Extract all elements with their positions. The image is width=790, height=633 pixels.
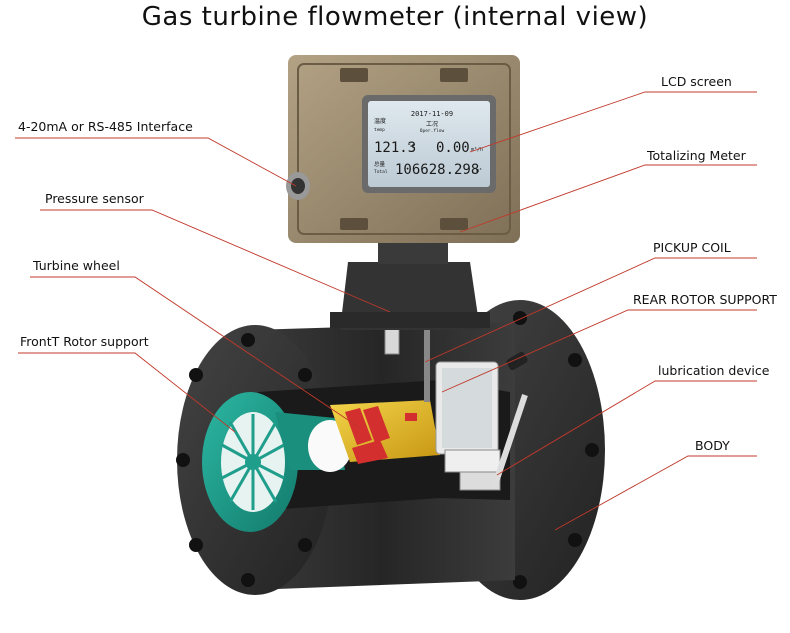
leader-body	[554, 455, 757, 531]
lcd-mode: 工况	[426, 121, 438, 128]
leader-pressure-sensor	[40, 209, 391, 313]
label-pressure-sensor: Pressure sensor	[45, 191, 144, 206]
label-lcd-screen: LCD screen	[661, 74, 732, 89]
lcd-temperature: 121.3	[374, 140, 416, 156]
lcd-total-label: 总量	[374, 160, 386, 168]
label-turbine-wheel: Turbine wheel	[33, 258, 120, 273]
page-title: Gas turbine flowmeter (internal view)	[141, 2, 649, 32]
lcd-temp-sub: temp	[374, 127, 385, 133]
lcd-screen: 2017-11-09 工况 Oper.flow 温度 temp 121.3 °c…	[362, 95, 496, 193]
leader-front-rotor	[18, 352, 236, 433]
lcd-date: 2017-11-09	[411, 110, 453, 118]
pickup-coil	[424, 322, 430, 402]
leader-rear-rotor	[441, 309, 757, 393]
lcd-temp-unit: °c	[407, 142, 415, 150]
label-totalizing-meter: Totalizing Meter	[647, 148, 746, 163]
leader-lubrication	[496, 380, 757, 476]
lcd-temp-label: 温度	[374, 117, 386, 125]
lcd-flow: 0.00	[436, 140, 470, 156]
leader-turbine-wheel	[30, 276, 361, 429]
label-body: BODY	[695, 438, 730, 453]
rear-flange-bolt-holes	[513, 311, 599, 589]
leader-totalizing-meter	[459, 164, 757, 233]
lcd-oper-flow-label: Oper.flow	[420, 128, 445, 134]
meter-body	[176, 284, 605, 600]
label-interface: 4-20mA or RS-485 Interface	[18, 119, 193, 134]
leader-lines	[15, 91, 757, 531]
leader-pickup-coil	[424, 257, 757, 363]
label-rear-rotor-support: REAR ROTOR SUPPORT	[633, 292, 777, 307]
leader-lcd-screen	[469, 91, 757, 153]
label-lubrication-device: lubrication device	[658, 363, 770, 378]
lcd-total: 106628.298	[395, 162, 479, 178]
label-front-rotor-support: FrontT Rotor support	[20, 334, 149, 349]
turbine-wheel	[330, 400, 440, 464]
leader-interface	[15, 137, 297, 187]
rear-rotor-support	[435, 361, 501, 491]
meter-neck	[330, 232, 490, 330]
interface-connector	[286, 172, 310, 200]
lcd-total-unit: m³	[476, 168, 482, 174]
totalizing-meter-housing: 2017-11-09 工况 Oper.flow 温度 temp 121.3 °c…	[286, 55, 520, 243]
front-flange-bolt-holes	[176, 333, 312, 587]
front-rotor-support	[202, 392, 352, 532]
label-pickup-coil: PICKUP COIL	[653, 240, 731, 255]
lcd-total-sub: Total	[374, 169, 388, 175]
